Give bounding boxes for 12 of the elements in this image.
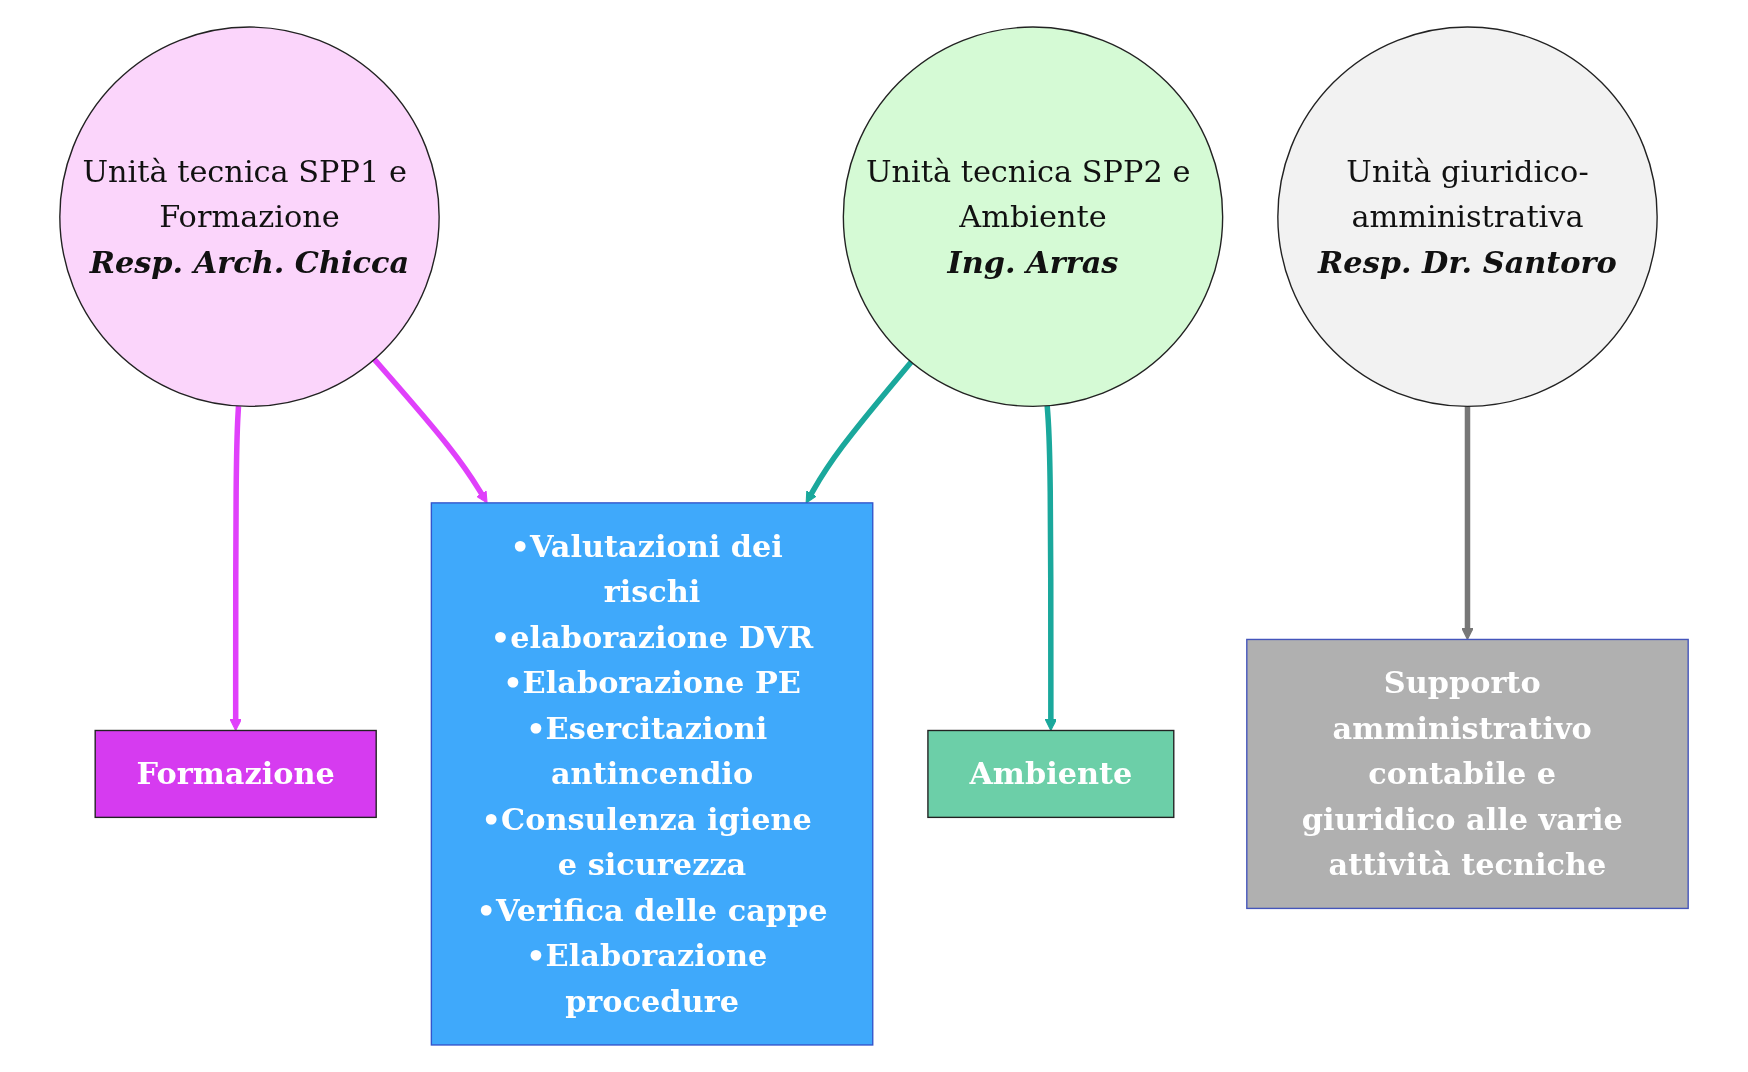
node-circle: Unità giuridico-amministrativa Resp. Dr. Santoro bbox=[1277, 26, 1658, 408]
node-circle: Unità tecnica SPP1 e Formazione Resp. Arch. Chicca bbox=[59, 26, 440, 408]
node-circle: Unità tecnica SPP2 e Ambiente Ing. Arras bbox=[842, 26, 1224, 408]
node-box: •Valutazioni dei rischi •elaborazione DVR •Elaborazione PE •Esercitazioni antincendio •Consulenza igiene e sicurezza •Verifica delle cappe •Elaborazione procedure bbox=[430, 502, 874, 1046]
node-box: Ambiente bbox=[927, 729, 1175, 819]
arrow bbox=[372, 357, 488, 504]
arrow bbox=[1461, 406, 1474, 640]
arrow bbox=[229, 405, 242, 732]
arrow bbox=[805, 360, 914, 504]
node-box: Formazione bbox=[94, 729, 377, 819]
node-box: Supporto amministrativo contabile e giuridico alle varie attività tecniche bbox=[1246, 638, 1689, 910]
arrow bbox=[1044, 405, 1057, 732]
